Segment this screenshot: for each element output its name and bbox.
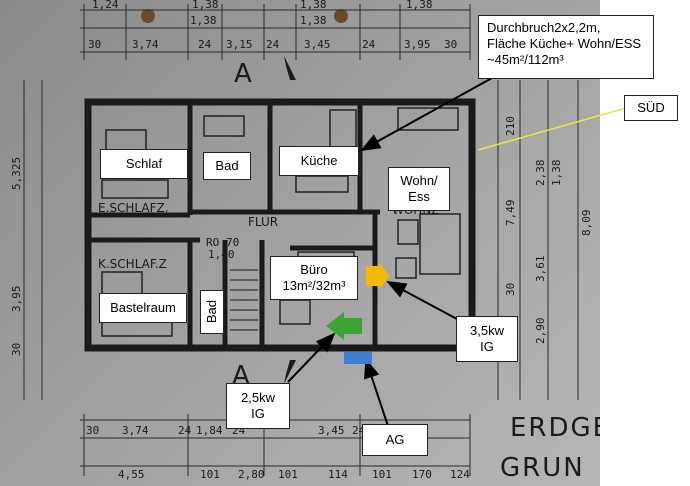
- punch-hole: [334, 9, 348, 23]
- section-mark-top: A: [234, 59, 254, 89]
- dim-label: 30: [86, 424, 99, 437]
- label-ig-25kw: 2,5kw IG: [226, 383, 290, 429]
- label-wohn-line2: Ess: [408, 189, 430, 204]
- dim-label: 70: [226, 236, 239, 249]
- label-durchbruch-line1: Durchbruch2x2,2m,: [487, 20, 601, 35]
- dim-label: 30: [504, 283, 517, 296]
- dim-label: 1,38: [300, 14, 327, 27]
- dim-label: 4,55: [118, 468, 145, 481]
- label-ig35-line2: IG: [480, 339, 494, 354]
- dim-label: 1,40: [208, 248, 235, 261]
- dim-label: 3,45: [304, 38, 331, 51]
- dim-label: 124: [450, 468, 470, 481]
- dim-label: 101: [278, 468, 298, 481]
- dim-label: 1,84: [196, 424, 223, 437]
- dim-label: 2,38: [534, 160, 547, 187]
- label-bastelraum: Bastelraum: [99, 293, 187, 323]
- label-buero-line2: 13m²/32m³: [282, 278, 346, 293]
- label-bad-top: Bad: [203, 152, 251, 180]
- dim-label: 1,38: [406, 0, 433, 11]
- dim-label: 5,325: [10, 157, 23, 190]
- dim-label: 7,49: [504, 200, 517, 227]
- dim-label: 2,80: [238, 468, 265, 481]
- label-bad-side-text: Bad: [204, 300, 219, 324]
- dim-label: 3,61: [534, 256, 547, 283]
- dim-label: 30: [10, 343, 23, 356]
- plan-text-k-schlafz: K.SCHLAF.Z: [98, 257, 167, 271]
- dim-label: 24: [198, 38, 212, 51]
- dim-label: 1,38: [192, 0, 219, 11]
- label-ag: AG: [362, 424, 428, 456]
- label-durchbruch-line3: ~45m²/112m³: [487, 52, 564, 67]
- dim-label: 1,38: [300, 0, 327, 11]
- label-schlaf: Schlaf: [100, 149, 188, 179]
- dim-label: 2,90: [534, 318, 547, 345]
- label-ig25-line1: 2,5kw: [241, 390, 275, 405]
- dim-label: 101: [200, 468, 220, 481]
- dim-label: 1,24: [92, 0, 119, 11]
- dim-label: RO: [206, 236, 219, 249]
- label-ig35-line1: 3,5kw: [470, 323, 504, 338]
- plan-text-flur: FLUR: [248, 215, 278, 229]
- dim-label: 1,38: [190, 14, 217, 27]
- dim-label: 24: [266, 38, 280, 51]
- label-ig25-line2: IG: [251, 406, 265, 421]
- dim-label: 3,15: [226, 38, 253, 51]
- dim-label: 3,74: [132, 38, 159, 51]
- dim-label: 1,38: [550, 160, 563, 187]
- dim-label: 114: [328, 468, 348, 481]
- label-sued: SÜD: [624, 95, 678, 121]
- plan-title-bottom: GRUN: [500, 453, 585, 483]
- label-durchbruch-line2: Fläche Küche+ Wohn/ESS: [487, 36, 642, 51]
- dim-label: 3,45: [318, 424, 345, 437]
- label-wohn-ess: Wohn/ Ess: [388, 167, 450, 211]
- label-wohn-line1: Wohn/: [400, 173, 438, 188]
- dim-label: 30: [444, 38, 457, 51]
- label-bad-side: Bad: [200, 290, 224, 334]
- label-buero: Büro 13m²/32m³: [270, 256, 358, 300]
- dim-label: 3,95: [10, 286, 23, 313]
- plan-text-e-schlafz: E.SCHLAFZ.: [98, 201, 169, 215]
- label-kueche: Küche: [279, 146, 359, 176]
- punch-hole: [141, 9, 155, 23]
- label-buero-line1: Büro: [300, 262, 328, 277]
- dim-label: 24: [362, 38, 376, 51]
- label-durchbruch: Durchbruch2x2,2m, Fläche Küche+ Wohn/ESS…: [478, 15, 654, 79]
- plan-title-top: ERDGE: [510, 413, 600, 443]
- dim-label: 3,95: [404, 38, 431, 51]
- dim-label: 8,09: [580, 210, 593, 237]
- label-ig-35kw: 3,5kw IG: [456, 316, 518, 362]
- dim-label: 30: [88, 38, 101, 51]
- dim-label: 210: [504, 116, 517, 136]
- dim-label: 24: [178, 424, 192, 437]
- dim-label: 170: [412, 468, 432, 481]
- floor-plan-drawing: A A E.SCHLAFZ. K.SCHLAF.Z FLUR WOHNZ ARB…: [10, 0, 600, 483]
- dim-label: 3,74: [122, 424, 149, 437]
- floor-plan-photo: A A E.SCHLAFZ. K.SCHLAF.Z FLUR WOHNZ ARB…: [0, 0, 600, 486]
- dim-label: 101: [372, 468, 392, 481]
